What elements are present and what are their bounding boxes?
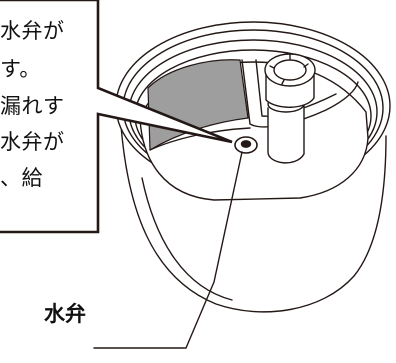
water-valve-center: [240, 140, 252, 148]
callout-text-line-4: 水弁が: [0, 130, 65, 154]
callout-text-line-2: す。: [0, 57, 41, 81]
callout-text-line-1: 水弁が: [0, 19, 65, 43]
outlet-cap-notches: [269, 54, 309, 85]
divider-wall: [241, 59, 359, 128]
valve-leader-line: [93, 151, 243, 349]
callout-text-line-3: 漏れす: [0, 94, 65, 118]
central-post: [267, 103, 305, 164]
tank-body-inner-contour: [141, 177, 233, 301]
outlet-cap: [264, 53, 316, 87]
water-valve-label: 水弁: [44, 302, 86, 326]
outlet-cap-inner: [273, 59, 307, 81]
callout-text-line-5: 、給: [0, 166, 43, 190]
callout-box: [0, 0, 233, 234]
